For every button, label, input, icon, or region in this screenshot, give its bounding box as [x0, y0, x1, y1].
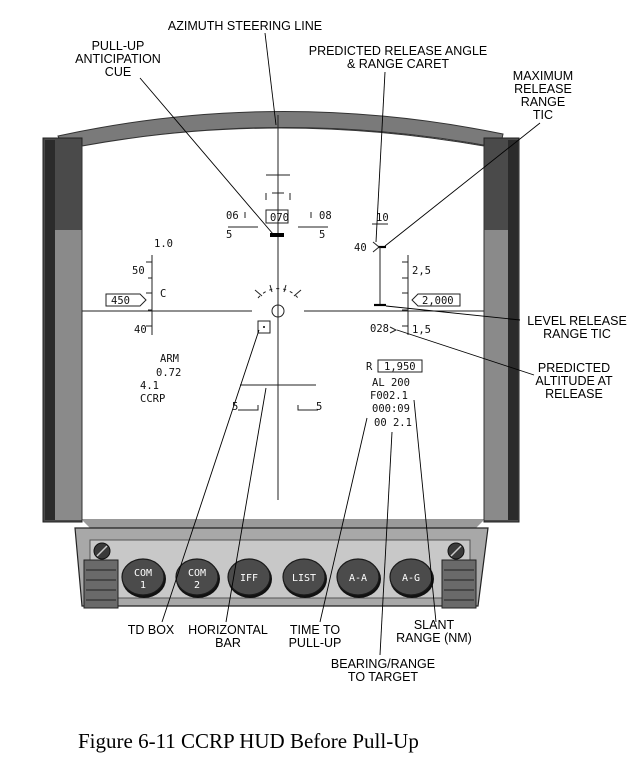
heading-right: 08: [319, 210, 332, 222]
button-label-top: COM: [134, 568, 152, 579]
alt-25: 2,5: [412, 265, 431, 277]
pitch-left: 5: [226, 229, 232, 241]
callout-max-range-2: RELEASE: [514, 82, 572, 96]
button-label-top: LIST: [292, 573, 316, 584]
callout-max-range-3: RANGE: [521, 95, 565, 109]
bearing-range-readout: 00 2.1: [374, 417, 412, 429]
range-label: R: [366, 361, 373, 373]
leader-lines: [139, 32, 541, 656]
callout-azimuth: AZIMUTH STEERING LINE: [168, 19, 322, 33]
speed-c: C: [160, 288, 166, 300]
callouts: AZIMUTH STEERING LINE PULL-UP ANTICIPATI…: [75, 19, 627, 684]
caret-top-value: 10: [376, 212, 389, 224]
arm-status: ARM: [160, 353, 179, 365]
airspeed-scale: [105, 255, 153, 335]
f-readout: F002.1: [370, 390, 408, 402]
hud-button-a-a[interactable]: A-A: [336, 558, 381, 598]
release-angle-caret: [372, 241, 380, 253]
callout-horiz-bar-2: BAR: [215, 636, 241, 650]
hud-frame: [42, 111, 520, 609]
altitude-value: 2,000: [422, 295, 454, 307]
hud-button-a-g[interactable]: A-G: [389, 558, 434, 598]
heading-value: 070: [270, 212, 289, 224]
altitude-scale: [402, 255, 461, 335]
airspeed-box: [105, 293, 147, 307]
callout-pred-alt-2: ALTITUDE AT: [535, 374, 613, 388]
ladder-left: 5: [232, 401, 238, 413]
speed-50: 50: [132, 265, 145, 277]
hud-button-list[interactable]: LIST: [282, 558, 327, 598]
heading-box: [265, 209, 289, 224]
g-value: 4.1: [140, 380, 159, 392]
callout-release-angle-2: & RANGE CARET: [347, 57, 449, 71]
pitch-right: 5: [319, 229, 325, 241]
callout-slant-2: RANGE (NM): [396, 631, 472, 645]
callout-slant-1: SLANT: [414, 618, 455, 632]
callout-bearing-1: BEARING/RANGE: [331, 657, 435, 671]
hud-symbology: [82, 115, 484, 500]
callout-level-release-1: LEVEL RELEASE: [527, 314, 627, 328]
callout-horiz-bar-1: HORIZONTAL: [188, 623, 268, 637]
td-box: [257, 320, 271, 334]
speed-top-tick: 1.0: [154, 238, 173, 250]
button-label-bottom: 1: [140, 580, 146, 591]
range-value: 1,950: [384, 361, 416, 373]
alt-15: 1,5: [412, 324, 431, 336]
range-box: [377, 359, 423, 373]
callout-pullup-3: CUE: [105, 65, 131, 79]
hud-text: 06 070 08 5 5 10 40 1.0 50 C 450 40 2,5 …: [111, 210, 454, 429]
flight-path-marker: [271, 304, 285, 318]
button-label-top: A-G: [402, 573, 420, 584]
heading-left: 06: [226, 210, 239, 222]
al-readout: AL 200: [372, 377, 410, 389]
button-label-top: COM: [188, 568, 206, 579]
ladder-right: 5: [316, 401, 322, 413]
airspeed-value: 450: [111, 295, 130, 307]
mach-value: 0.72: [156, 367, 181, 379]
callout-pullup-2: ANTICIPATION: [75, 52, 161, 66]
callout-pullup-1: PULL-UP: [92, 39, 145, 53]
callout-max-range-4: TIC: [533, 108, 553, 122]
callout-bearing-2: TO TARGET: [348, 670, 419, 684]
callout-level-release-2: RANGE TIC: [543, 327, 611, 341]
speed-40: 40: [134, 324, 147, 336]
callout-time-pullup-2: PULL-UP: [289, 636, 342, 650]
hud-button-iff[interactable]: IFF: [227, 558, 272, 598]
pullup-anticipation-cue: [270, 233, 284, 237]
callout-release-angle-1: PREDICTED RELEASE ANGLE: [309, 44, 488, 58]
callout-time-pullup-1: TIME TO: [290, 623, 341, 637]
predicted-altitude-value: 028: [370, 323, 389, 335]
caret-angle: 40: [354, 242, 367, 254]
callout-max-range-1: MAXIMUM: [513, 69, 573, 83]
callout-td-box: TD BOX: [128, 623, 175, 637]
time-to-pullup-readout: 000:09: [372, 403, 410, 415]
altitude-box: [411, 293, 461, 307]
button-label-bottom: 2: [194, 580, 200, 591]
mode-label: CCRP: [140, 393, 165, 405]
figure-caption: Figure 6-11 CCRP HUD Before Pull-Up: [78, 729, 419, 753]
button-label-top: IFF: [240, 573, 258, 584]
callout-pred-alt-1: PREDICTED: [538, 361, 610, 375]
callout-pred-alt-3: RELEASE: [545, 387, 603, 401]
button-label-top: A-A: [349, 573, 367, 584]
